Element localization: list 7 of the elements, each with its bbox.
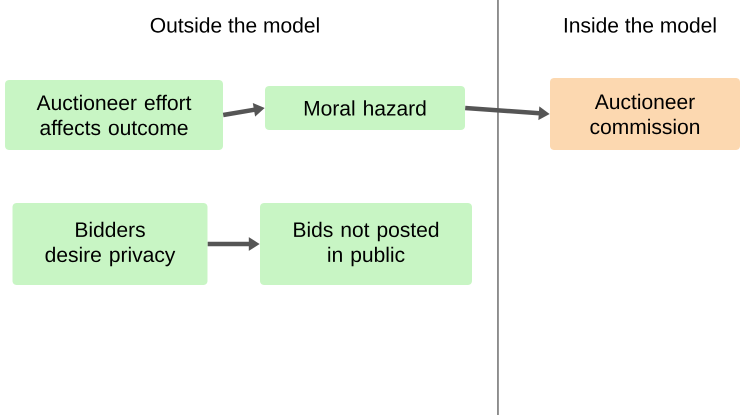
process-box: Bids not posted in public (260, 203, 472, 285)
process-box: Auctioneer effort affects outcome (5, 80, 223, 150)
process-box: Bidders desire privacy (12, 203, 208, 285)
column-heading: Inside the model (564, 17, 716, 33)
column-heading: Outside the model (150, 17, 319, 33)
process-box: Auctioneer commission (550, 78, 740, 150)
process-box: Moral hazard (265, 86, 465, 130)
